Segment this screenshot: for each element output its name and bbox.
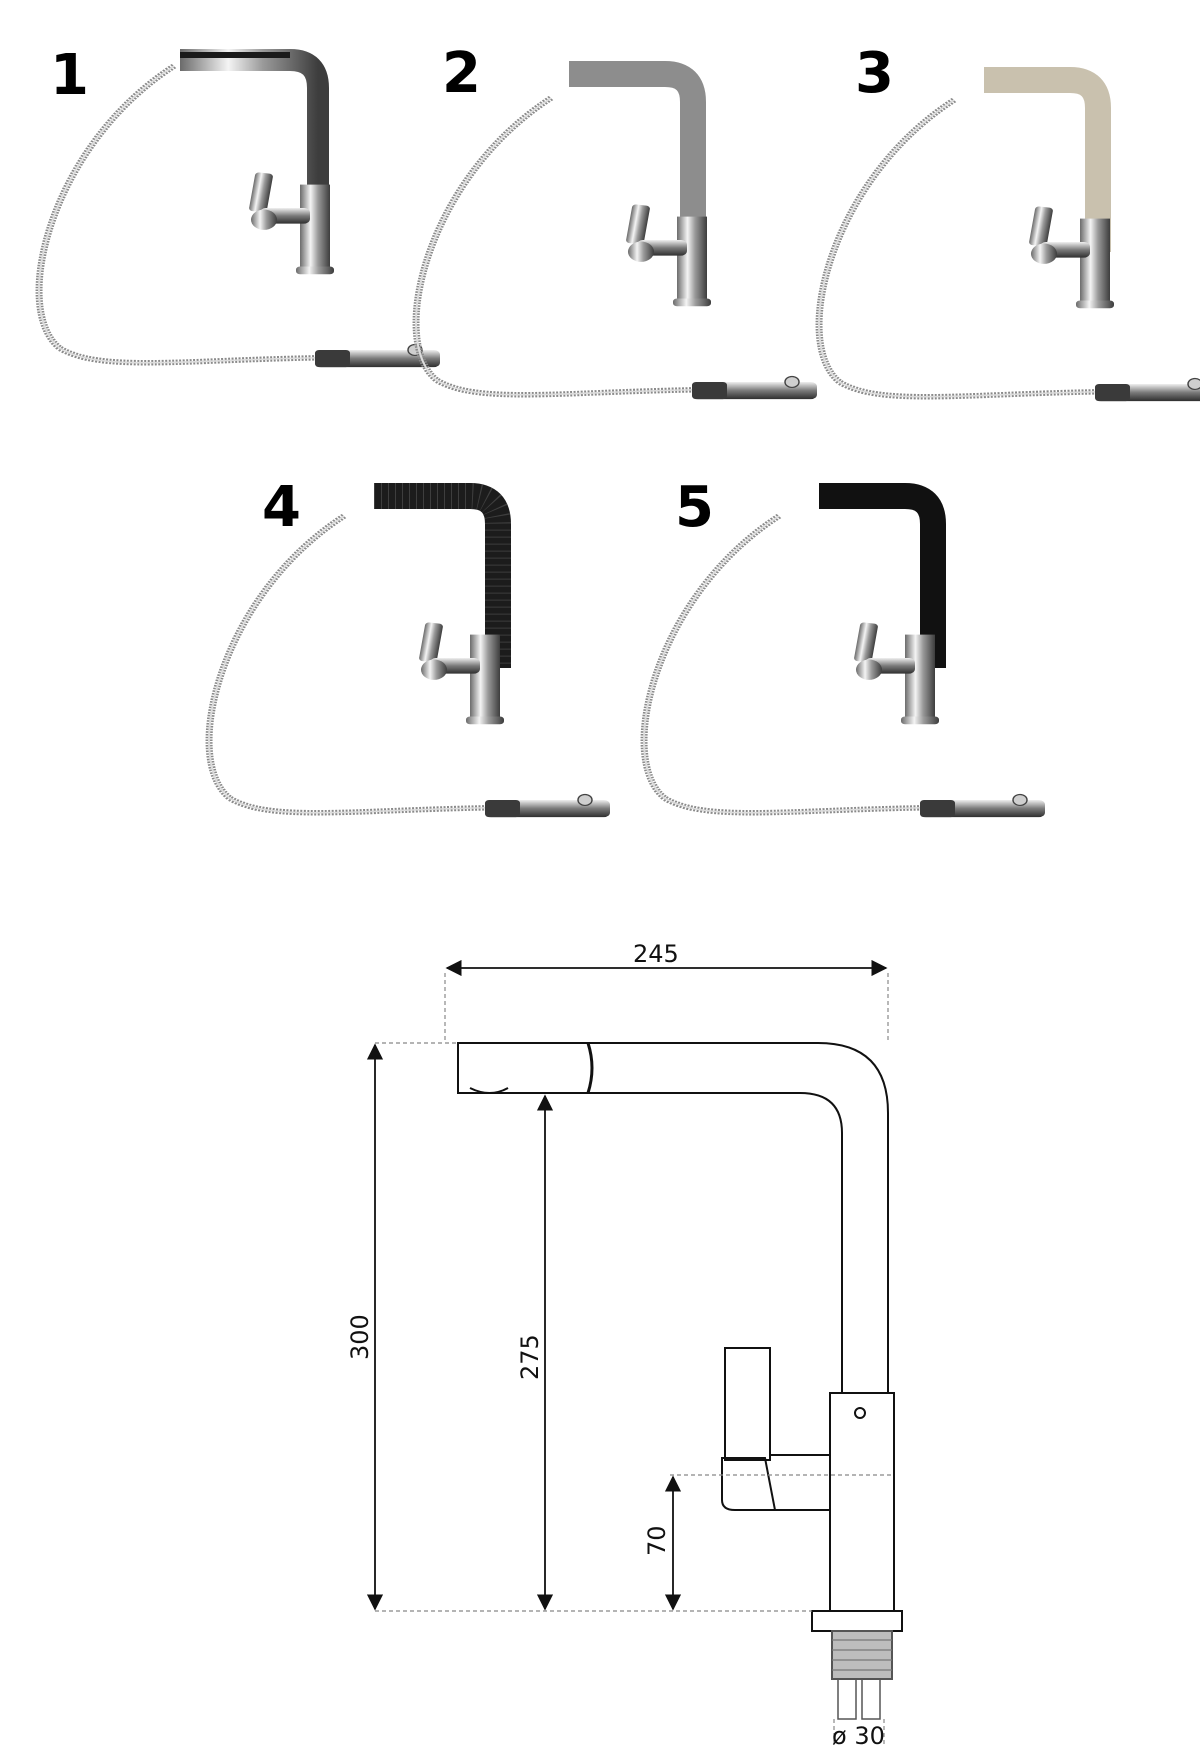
faucet-variant-5	[644, 483, 1045, 817]
variant-label-5: 5	[675, 475, 714, 540]
thread-shank	[831, 1630, 893, 1680]
dimension-width-label: 245	[633, 940, 679, 968]
variant-label-2: 2	[442, 41, 481, 106]
lever-outline	[724, 1347, 771, 1461]
variant-label-4: 4	[262, 475, 301, 540]
faucet-variant-2	[416, 61, 817, 399]
dimension-diameter-label: ø 30	[832, 1722, 885, 1750]
body-outline	[829, 1392, 895, 1612]
dimension-lever-height-label: 70	[643, 1525, 671, 1556]
base-plate	[811, 1610, 903, 1632]
faucet-variant-1	[39, 49, 440, 367]
dimension-total-height-label: 300	[346, 1314, 374, 1360]
spout-outline	[457, 1042, 889, 1394]
faucet-variant-3	[819, 67, 1200, 401]
variant-label-3: 3	[855, 41, 894, 106]
dimension-spout-height-label: 275	[516, 1334, 544, 1380]
variant-label-1: 1	[50, 43, 89, 108]
faucet-variant-4	[209, 483, 610, 817]
faucet-variants	[0, 49, 1200, 900]
aerator-hole	[854, 1407, 866, 1419]
